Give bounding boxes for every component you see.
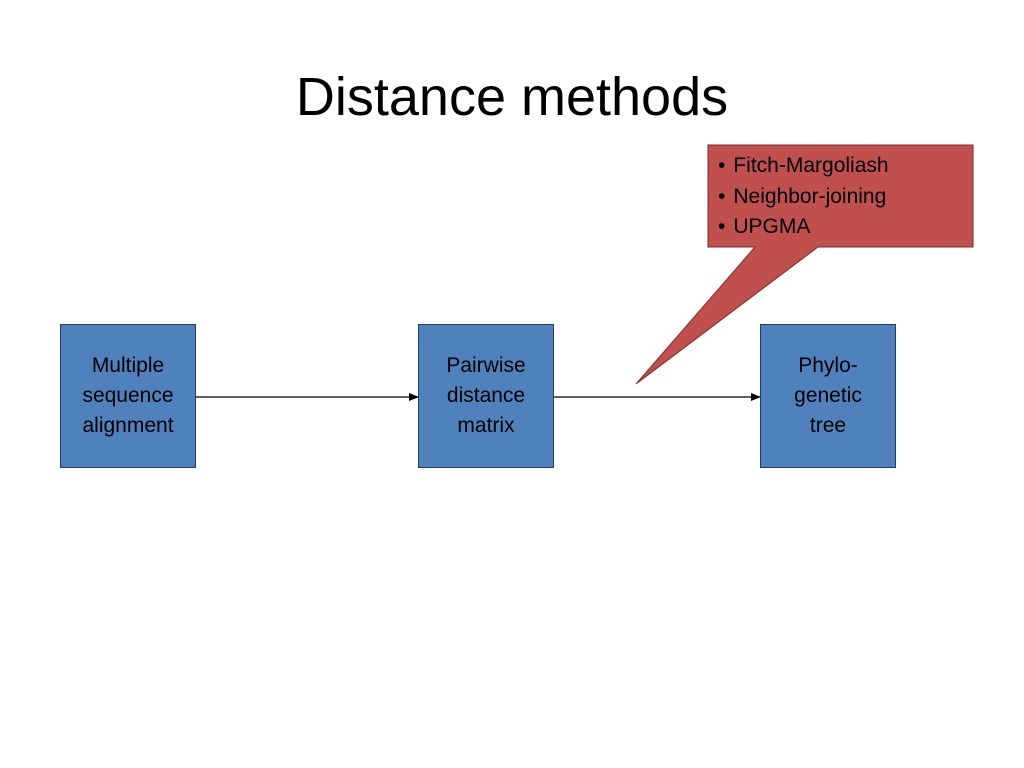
node-label-line: Phylo-	[798, 354, 858, 377]
methods-callout: Fitch-Margoliash Neighbor-joining UPGMA	[708, 145, 973, 247]
method-item: Fitch-Margoliash	[718, 151, 973, 182]
node-label-line: distance	[446, 384, 526, 407]
node-multiple-sequence-alignment: Multiple sequence alignment	[60, 324, 196, 468]
node-phylogenetic-tree: Phylo- genetic tree	[760, 324, 896, 468]
node-label-line: matrix	[457, 414, 515, 437]
node-label-line: genetic	[794, 384, 862, 407]
methods-list: Fitch-Margoliash Neighbor-joining UPGMA	[718, 151, 973, 243]
node-label-line: tree	[809, 414, 847, 437]
slide-title: Distance methods	[295, 67, 729, 127]
node-label-line: sequence	[82, 384, 174, 407]
node-label-line: Multiple	[91, 354, 165, 377]
node-label-line: alignment	[82, 414, 174, 437]
node-label-line: Pairwise	[446, 354, 526, 377]
node-pairwise-distance-matrix: Pairwise distance matrix	[418, 324, 554, 468]
method-item: Neighbor-joining	[718, 182, 973, 213]
method-item: UPGMA	[718, 212, 973, 243]
